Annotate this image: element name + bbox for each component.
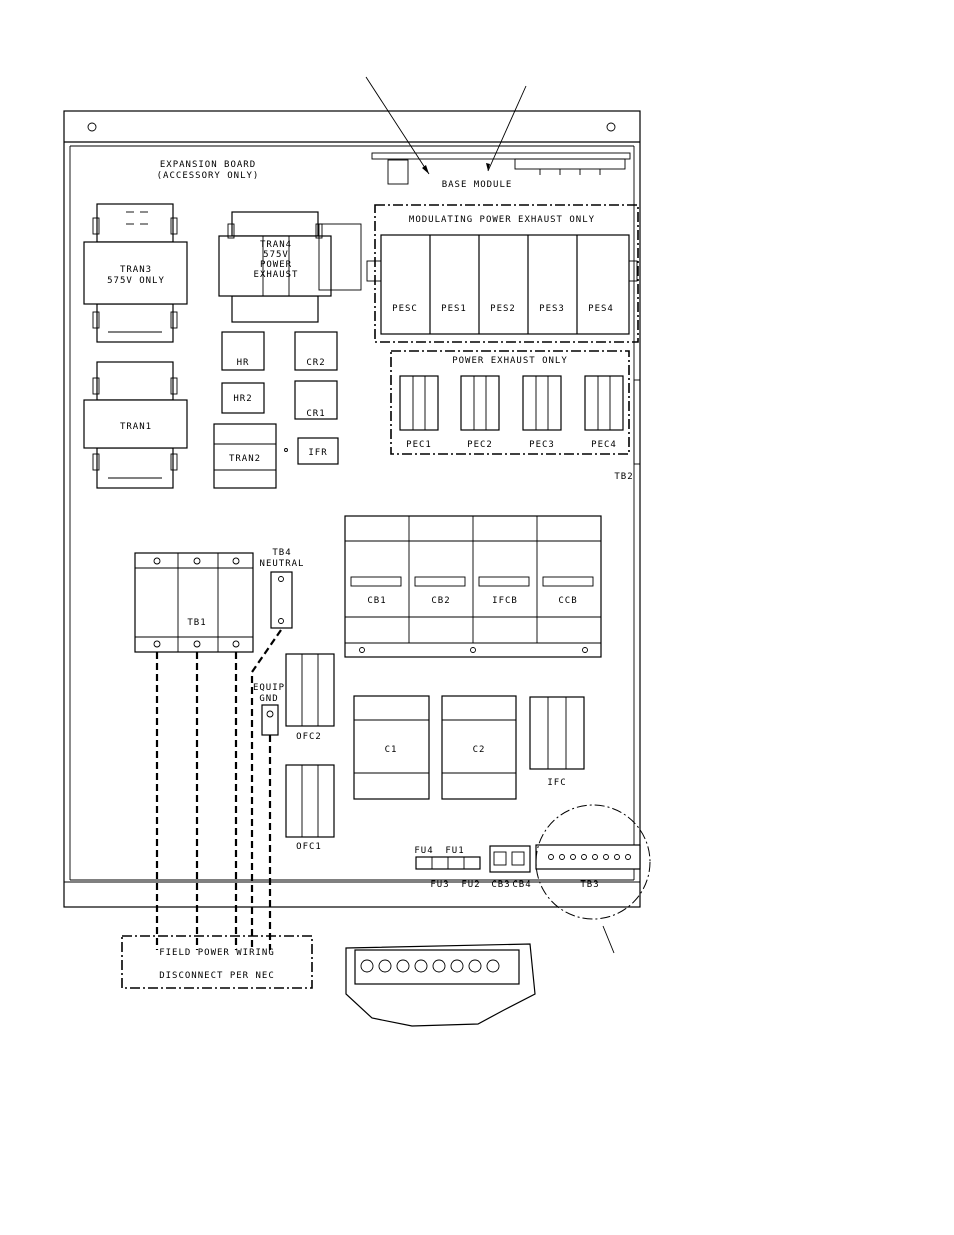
expansion-board-sublabel: (ACCESSORY ONLY) [157,171,260,181]
fu2-label: FU2 [461,880,480,890]
tran4-voltage: 575V [263,250,289,260]
tb2-label: TB2 [614,472,633,482]
hr2-label: HR2 [233,394,252,404]
pes2-label: PES2 [490,304,516,314]
hr-label: HR [237,358,250,368]
tb1-terminal-block: TB1 [134,552,254,653]
base-module-label: BASE MODULE [442,180,513,190]
tran3-label: TRAN3 [120,265,152,275]
c2-label: C2 [473,745,486,755]
ofc1-contactor: OFC1 [285,764,335,852]
tb4-label: TB4 [272,548,291,558]
pec1-contactor: PEC1 [399,375,439,450]
tran4-transformer: TRAN4 575V POWER EXHAUST [218,211,362,323]
ccb-label: CCB [558,596,577,606]
cb2-label: CB2 [431,596,450,606]
pec4-label: PEC4 [591,440,617,450]
control-box-enclosure [63,110,641,908]
pec2-label: PEC2 [467,440,493,450]
power-exhaust-group: POWER EXHAUST ONLY PEC1 PEC2 PEC3 PEC4 [390,350,630,455]
tran3-sublabel: 575V ONLY [107,276,165,286]
equipment-ground: EQUIP GND [253,683,285,736]
pec1-label: PEC1 [406,440,432,450]
expansion-board-label: EXPANSION BOARD [160,160,256,170]
disconnect-per-nec-label: DISCONNECT PER NEC [159,971,275,981]
cb1-label: CB1 [367,596,386,606]
tb3-label: TB3 [580,880,599,890]
tb3-enlarged-detail [345,943,536,1027]
field-power-wiring-label: FIELD POWER WIRING [159,948,275,958]
tran3-transformer: TRAN3 575V ONLY [83,203,188,343]
field-power-wiring: FIELD POWER WIRING DISCONNECT PER NEC [121,629,313,989]
ofc2-contactor: OFC2 [285,653,335,742]
ifcb-breaker: IFCB [478,576,530,606]
pec4-contactor: PEC4 [584,375,624,450]
fuse-block: FU4 FU1 FU3 FU2 [414,846,481,890]
modulating-power-exhaust-group: MODULATING POWER EXHAUST ONLY PESC PES1 … [366,204,639,343]
pes1-label: PES1 [441,304,467,314]
pes4-label: PES4 [588,304,614,314]
ifc-label: IFC [547,778,566,788]
cr1-relay: CR1 [294,380,338,420]
power-exhaust-label: POWER EXHAUST ONLY [452,356,568,366]
tb3-terminal-block: TB3 [535,804,651,954]
tran4-exhaust: EXHAUST [254,270,299,280]
pec3-label: PEC3 [529,440,555,450]
cr1-label: CR1 [306,409,325,419]
equip-gnd-label: EQUIP [253,683,285,693]
tran1-transformer: TRAN1 [83,361,188,489]
tran2-label: TRAN2 [229,454,261,464]
ifc-contactor: IFC [529,696,585,788]
c2-contactor: C2 [441,695,517,800]
equip-gnd-sublabel: GND [259,694,278,704]
fu3-label: FU3 [430,880,449,890]
cb2-breaker: CB2 [414,576,466,606]
tb4-sublabel: NEUTRAL [260,559,305,569]
cb3-cb4-breakers: CB3 CB4 [489,845,531,890]
tran4-power: POWER [260,260,292,270]
tran4-label: TRAN4 [260,240,292,250]
pec3-contactor: PEC3 [522,375,562,450]
hr2-relay: HR2 [221,382,265,414]
ofc1-label: OFC1 [296,842,322,852]
c1-label: C1 [385,745,398,755]
tb4-neutral-terminal: TB4 NEUTRAL [260,548,305,629]
pesc-label: PESC [392,304,418,314]
fu4-label: FU4 [414,846,433,856]
fu1-label: FU1 [445,846,464,856]
tb1-label: TB1 [187,618,206,628]
tb2-terminal-block: TB2 [614,379,641,482]
base-module-leader-lines [365,76,527,175]
tran1-label: TRAN1 [120,422,152,432]
cb4-label: CB4 [512,880,531,890]
ifr-relay: IFR [284,437,339,465]
c1-contactor: C1 [353,695,430,800]
base-module: BASE MODULE [371,152,631,190]
tran2-transformer: TRAN2 [213,423,277,489]
ofc2-label: OFC2 [296,732,322,742]
cr2-label: CR2 [306,358,325,368]
circuit-breaker-assembly: CB1 CB2 IFCB CCB [344,515,602,658]
modulating-power-exhaust-label: MODULATING POWER EXHAUST ONLY [409,215,595,225]
cb3-label: CB3 [491,880,510,890]
pes3-label: PES3 [539,304,565,314]
ifr-label: IFR [308,448,327,458]
ifcb-label: IFCB [492,596,518,606]
hr-relay: HR [221,331,265,371]
cr2-relay: CR2 [294,331,338,371]
pec2-contactor: PEC2 [460,375,500,450]
ccb-breaker: CCB [542,576,594,606]
cb1-breaker: CB1 [350,576,402,606]
